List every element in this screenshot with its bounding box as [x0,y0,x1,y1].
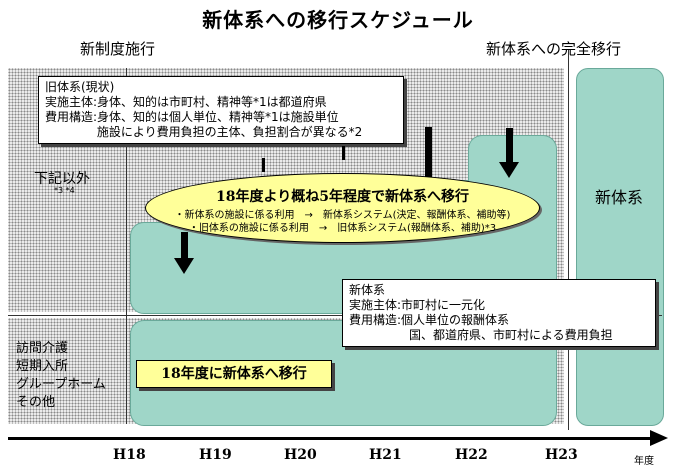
services-list: 訪問介護 短期入所 グループホーム その他 [16,340,106,412]
header-new-system-start: 新制度施行 [80,40,156,58]
tick-mark [262,158,265,172]
service-item: 訪問介護 [16,341,69,356]
year-label: H19 [199,447,232,463]
old-system-line-3: 費用構造:身体、知的は個人単位、精神等*1は施設単位 [45,110,339,124]
new-system-line-1: 新体系 [349,283,386,297]
new-system-box: 新体系 実施主体:市町村に一元化 費用構造:個人単位の報酬体系 国、都道府県、市… [342,279,656,347]
down-arrow-icon [499,162,519,178]
old-system-box: 旧体系(現状) 実施主体:身体、知的は市町村、精神等*1は都道府県 費用構造:身… [38,76,404,144]
down-arrow-shaft [506,128,513,164]
page-title: 新体系への移行スケジュール [202,8,474,32]
timeline-axis [8,437,658,440]
old-system-line-4: 施設により費用負担の主体、負担割合が異なる*2 [45,125,363,139]
move-to-new-system-banner: 18年度に新体系へ移行 [136,360,332,388]
year-label: H20 [284,447,317,463]
year-label: H18 [113,447,146,463]
h23-divider [568,50,569,430]
other-than-below-label: 下記以外 [34,171,90,187]
tick-mark [342,146,345,160]
down-arrow-shaft [425,127,432,182]
down-arrow-icon [174,258,194,274]
service-item: 短期入所 [16,359,69,374]
new-system-line-3: 費用構造:個人単位の報酬体系 [349,313,510,327]
other-than-below-note: *3 *4 [54,186,75,195]
axis-unit-label: 年度 [634,456,654,467]
horizontal-divider [8,315,662,316]
old-system-line-1: 旧体系(現状) [45,80,115,94]
transition-oval: 18年度より概ね5年程度で新体系へ移行 ・新体系の施設に係る利用 → 新体系シス… [145,173,540,243]
year-label: H22 [455,447,488,463]
new-system-column [576,68,664,426]
timeline-arrow-icon [650,430,668,446]
old-system-line-2: 実施主体:身体、知的は市町村、精神等*1は都道府県 [45,95,327,109]
service-item: その他 [16,395,56,410]
new-system-line-2: 実施主体:市町村に一元化 [349,298,486,312]
transition-title: 18年度より概ね5年程度で新体系へ移行 [216,189,469,205]
down-arrow-shaft [181,232,188,260]
transition-line-1: ・新体系の施設に係る利用 → 新体系システム(決定、報酬体系、補助等) [174,210,511,221]
year-label: H23 [545,447,578,463]
new-system-label: 新体系 [594,188,643,207]
transition-line-2: ・旧体系の施設に係る利用 → 旧体系システム(報酬体系、補助)*3 [188,223,497,234]
service-item: グループホーム [16,377,106,392]
new-system-line-4: 国、都道府県、市町村による費用負担 [349,328,613,342]
header-full-migration: 新体系への完全移行 [486,40,622,58]
year-label: H21 [369,447,402,463]
h18-divider [126,68,127,424]
